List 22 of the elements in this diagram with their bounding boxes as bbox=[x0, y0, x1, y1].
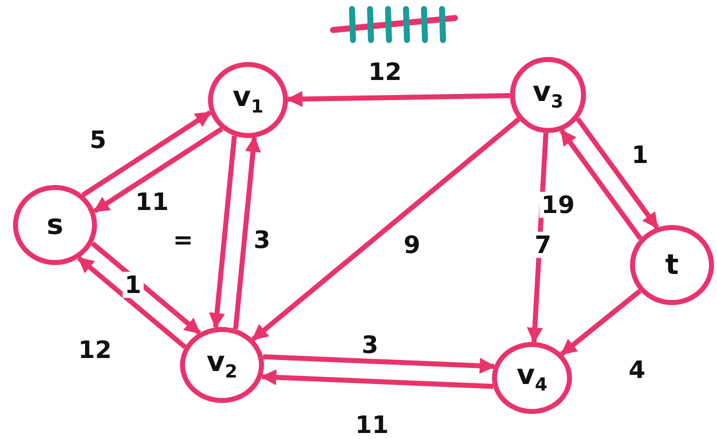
vertex-label: v$_{3}$ bbox=[532, 78, 564, 112]
arrow bbox=[93, 126, 224, 214]
arrow bbox=[233, 136, 261, 330]
arrow bbox=[209, 136, 237, 329]
arrow bbox=[90, 241, 201, 335]
vertex-circle bbox=[13, 185, 97, 265]
vertex-label: v$_{2}$ bbox=[206, 348, 238, 382]
edge-label: 1 bbox=[122, 272, 144, 298]
vertex-label: v$_{1}$ bbox=[232, 83, 264, 117]
arrow bbox=[260, 369, 494, 389]
arrow bbox=[77, 256, 187, 349]
arrow bbox=[576, 117, 660, 230]
arrow bbox=[251, 117, 520, 342]
vertex-label: s bbox=[46, 211, 64, 239]
vertex-label: t bbox=[665, 251, 679, 279]
arrow bbox=[559, 129, 642, 240]
arrow bbox=[286, 91, 510, 108]
vertex-label: v$_{4}$ bbox=[516, 361, 548, 395]
vertex-circle bbox=[510, 57, 586, 133]
arrow bbox=[560, 288, 642, 356]
arrow bbox=[81, 110, 212, 198]
arrow bbox=[262, 354, 496, 374]
